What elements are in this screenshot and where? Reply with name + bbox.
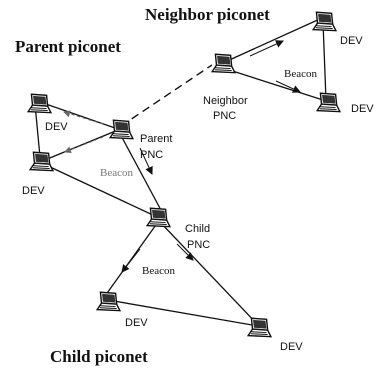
beacon-arrows: [63, 40, 301, 273]
parent-piconet-title: Parent piconet: [15, 37, 121, 56]
parent-pnc-to-child-pnc-link: [117, 129, 163, 213]
child-dev-left-laptop-icon: [96, 291, 121, 312]
neighbor-pnc-to-dev-bottom-link: [222, 67, 324, 101]
neighbor-dev-bottom-label: DEV: [351, 103, 374, 115]
parent-pnc-label-line2: PNC: [140, 149, 163, 161]
parent-beacon-arrow-bottom: [64, 136, 104, 154]
child-dev-right-label: DEV: [280, 341, 303, 353]
neighbor-dev-top-label: DEV: [340, 35, 363, 47]
neighbor-pnc-label-line2: PNC: [213, 110, 236, 122]
devices: [27, 11, 341, 338]
neighbor-beacon-label: Beacon: [284, 68, 317, 80]
parent-beacon-label: Beacon: [100, 167, 133, 179]
neighbor-dev-top-laptop-icon: [312, 11, 337, 32]
parent-pnc-label-line1: Parent: [140, 133, 172, 145]
neighbor-pnc-label-line1: Neighbor: [203, 95, 248, 107]
parent-to-neighbor-link: [120, 64, 213, 127]
parent-dev-bottom-label: DEV: [22, 185, 45, 197]
child-dev-right-laptop-icon: [247, 317, 272, 338]
child-beacon-label: Beacon: [142, 265, 175, 277]
child-dev-left-to-dev-right-link: [107, 299, 259, 327]
neighbor-dev-bottom-laptop-icon: [316, 92, 341, 113]
child-beacon-arrow-right: [176, 243, 194, 261]
parent-beacon-arrow-child: [139, 147, 153, 175]
parent-dev-bottom-laptop-icon: [29, 151, 54, 172]
child-piconet-title: Child piconet: [50, 347, 148, 366]
neighbor-pnc-to-dev-top-link: [224, 17, 323, 63]
parent-dev-bottom-to-child-pnc-link: [47, 165, 156, 217]
child-pnc-laptop-icon: [146, 207, 171, 228]
parent-dev-top-laptop-icon: [27, 93, 52, 114]
child-pnc-label-line1: Child: [185, 223, 210, 235]
parent-dev-top-label: DEV: [45, 121, 68, 133]
neighbor-beacon-arrow-down: [275, 80, 301, 93]
parent-pnc-laptop-icon: [109, 119, 134, 140]
child-pnc-to-dev-left-link: [104, 221, 159, 297]
neighbor-piconet-title: Neighbor piconet: [145, 5, 270, 24]
parent-dev-top-to-dev-bottom-link: [34, 103, 41, 158]
neighbor-dev-top-to-dev-bottom-link: [322, 21, 327, 101]
child-pnc-label-line2: PNC: [187, 239, 210, 251]
child-beacon-arrow-left: [121, 248, 141, 273]
child-pnc-to-dev-right-link: [159, 221, 259, 326]
child-dev-left-label: DEV: [125, 317, 148, 329]
network-links: [34, 17, 327, 327]
neighbor-beacon-arrow-up: [249, 40, 284, 57]
parent-beacon-arrow-top: [63, 110, 104, 125]
neighbor-pnc-laptop-icon: [211, 53, 236, 74]
